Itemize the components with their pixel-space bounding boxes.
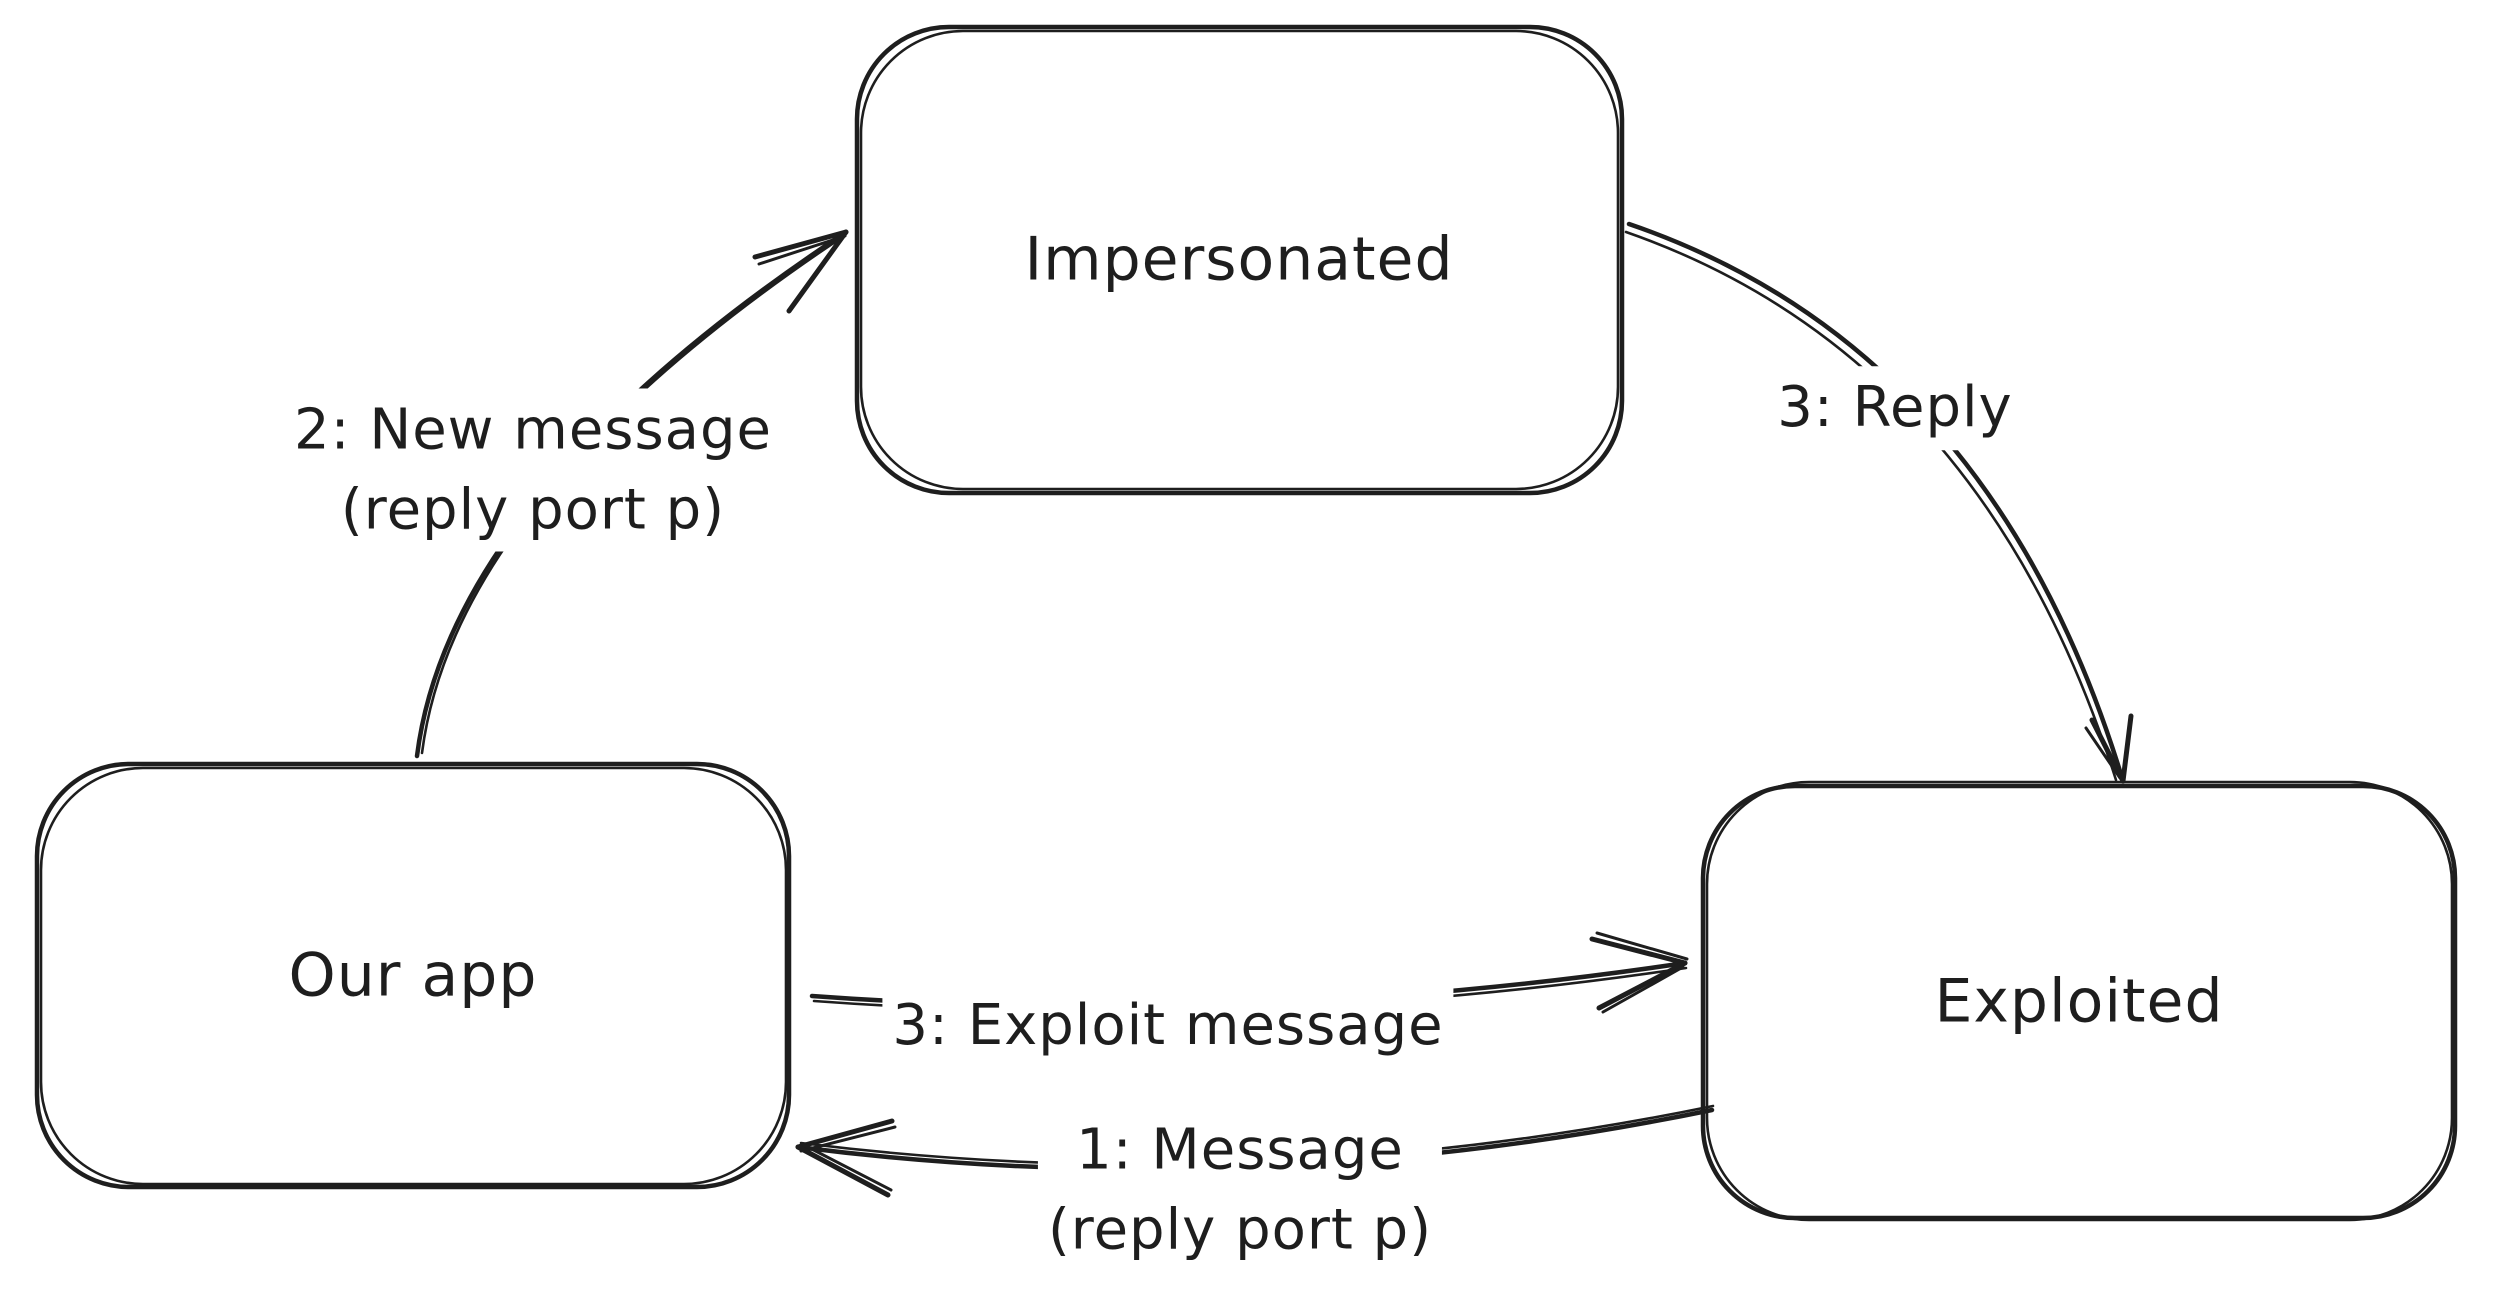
- node-exploited-shape: [1700, 780, 2458, 1222]
- edge-new-message-label: 2: New message (reply port p): [284, 388, 782, 552]
- edge-reply-arrow: [1624, 221, 2134, 784]
- node-impersonated-shape: [854, 24, 1625, 496]
- edge-exploit-message-label: 3: Exploit message: [882, 984, 1454, 1068]
- node-our-app-shape: [34, 761, 792, 1190]
- edge-message-label: 1: Message (reply port p): [1037, 1108, 1443, 1272]
- node-impersonated-label: Impersonated: [1024, 224, 1454, 295]
- node-exploited-label: Exploited: [1934, 966, 2224, 1037]
- edge-reply-label: 3: Reply: [1767, 366, 2023, 450]
- node-our-app-label: Our app: [288, 940, 538, 1011]
